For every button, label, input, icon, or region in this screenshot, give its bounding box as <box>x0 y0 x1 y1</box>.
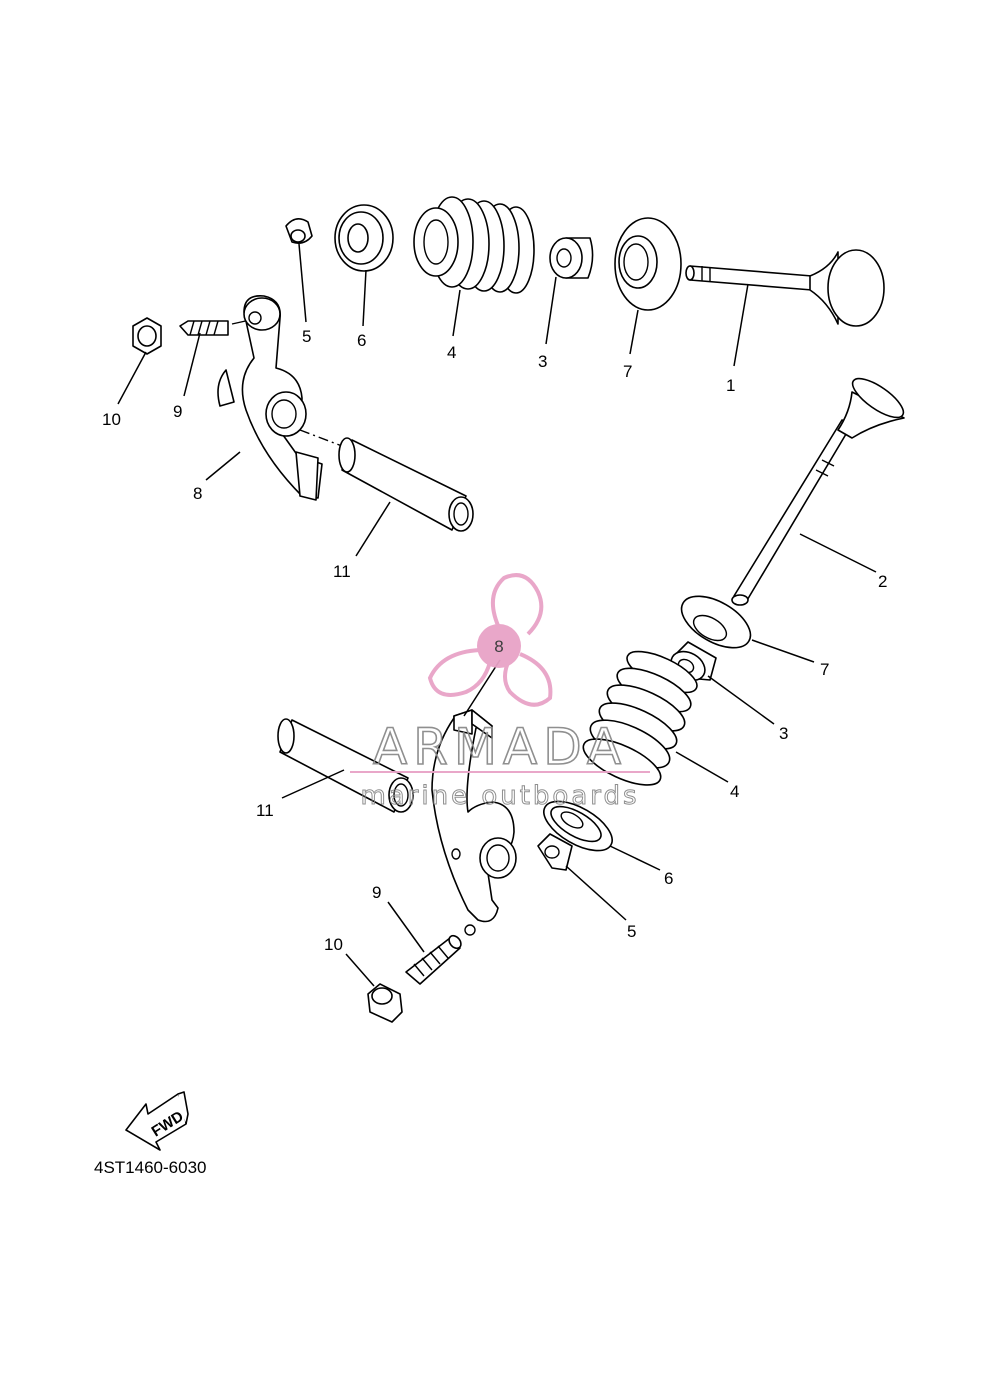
stem-seal-upper[interactable] <box>549 237 594 279</box>
callout-labels: 5 6 4 3 7 1 10 9 8 11 2 7 3 4 6 5 11 9 1… <box>102 327 887 954</box>
callout-11-lower[interactable]: 11 <box>256 801 274 820</box>
rocker-arm-upper[interactable] <box>217 295 323 501</box>
watermark-badge-text: 8 <box>494 637 503 656</box>
valve-spring-lower[interactable] <box>577 643 702 794</box>
callout-6-upper[interactable]: 6 <box>357 331 366 350</box>
callout-5-upper[interactable]: 5 <box>302 327 311 346</box>
callout-6-lower[interactable]: 6 <box>664 869 673 888</box>
callout-5-lower[interactable]: 5 <box>627 922 636 941</box>
valve-cotter-upper[interactable] <box>285 218 313 244</box>
fwd-arrow-icon: FWD <box>125 1091 189 1151</box>
exhaust-valve[interactable] <box>731 372 909 606</box>
callout-4-lower[interactable]: 4 <box>730 782 739 801</box>
callout-8-upper[interactable]: 8 <box>193 484 202 503</box>
adjust-screw-upper[interactable] <box>179 319 251 336</box>
callout-10-lower[interactable]: 10 <box>324 935 343 954</box>
callout-1[interactable]: 1 <box>726 376 735 395</box>
callout-11-upper[interactable]: 11 <box>333 562 351 581</box>
callout-10-upper[interactable]: 10 <box>102 410 121 429</box>
watermark-brand: ARMADA <box>373 718 627 776</box>
guide-seat-upper[interactable] <box>614 217 682 311</box>
callout-9-upper[interactable]: 9 <box>173 402 182 421</box>
callout-7-upper[interactable]: 7 <box>623 362 632 381</box>
spring-seat-lower[interactable] <box>536 791 620 860</box>
callout-4-upper[interactable]: 4 <box>447 343 456 362</box>
diagram-code: 4ST1460-6030 <box>94 1158 207 1177</box>
leader-lines <box>117 243 877 987</box>
rocker-shaft-upper[interactable] <box>299 429 474 532</box>
callout-7-lower[interactable]: 7 <box>820 660 829 679</box>
rocker-arm-lower[interactable] <box>431 709 517 936</box>
locknut-lower[interactable] <box>367 983 403 1023</box>
armada-watermark: 8 ARMADA marine outboards <box>350 573 650 812</box>
valve-spring-upper[interactable] <box>413 196 535 294</box>
adjust-screw-lower[interactable] <box>405 933 463 985</box>
callout-3-upper[interactable]: 3 <box>538 352 547 371</box>
callout-2[interactable]: 2 <box>878 572 887 591</box>
watermark-tagline: marine outboards <box>360 781 639 811</box>
rocker-shaft-lower[interactable] <box>277 718 414 813</box>
spring-seat-upper[interactable] <box>334 204 394 272</box>
watermark-badge <box>477 624 521 668</box>
locknut-upper[interactable] <box>132 317 162 355</box>
propeller-logo <box>427 573 553 707</box>
intake-valve[interactable] <box>685 249 885 327</box>
callout-9-lower[interactable]: 9 <box>372 883 381 902</box>
valve-cotter-lower[interactable] <box>537 833 573 871</box>
guide-seat-lower[interactable] <box>673 586 759 659</box>
callout-3-lower[interactable]: 3 <box>779 724 788 743</box>
